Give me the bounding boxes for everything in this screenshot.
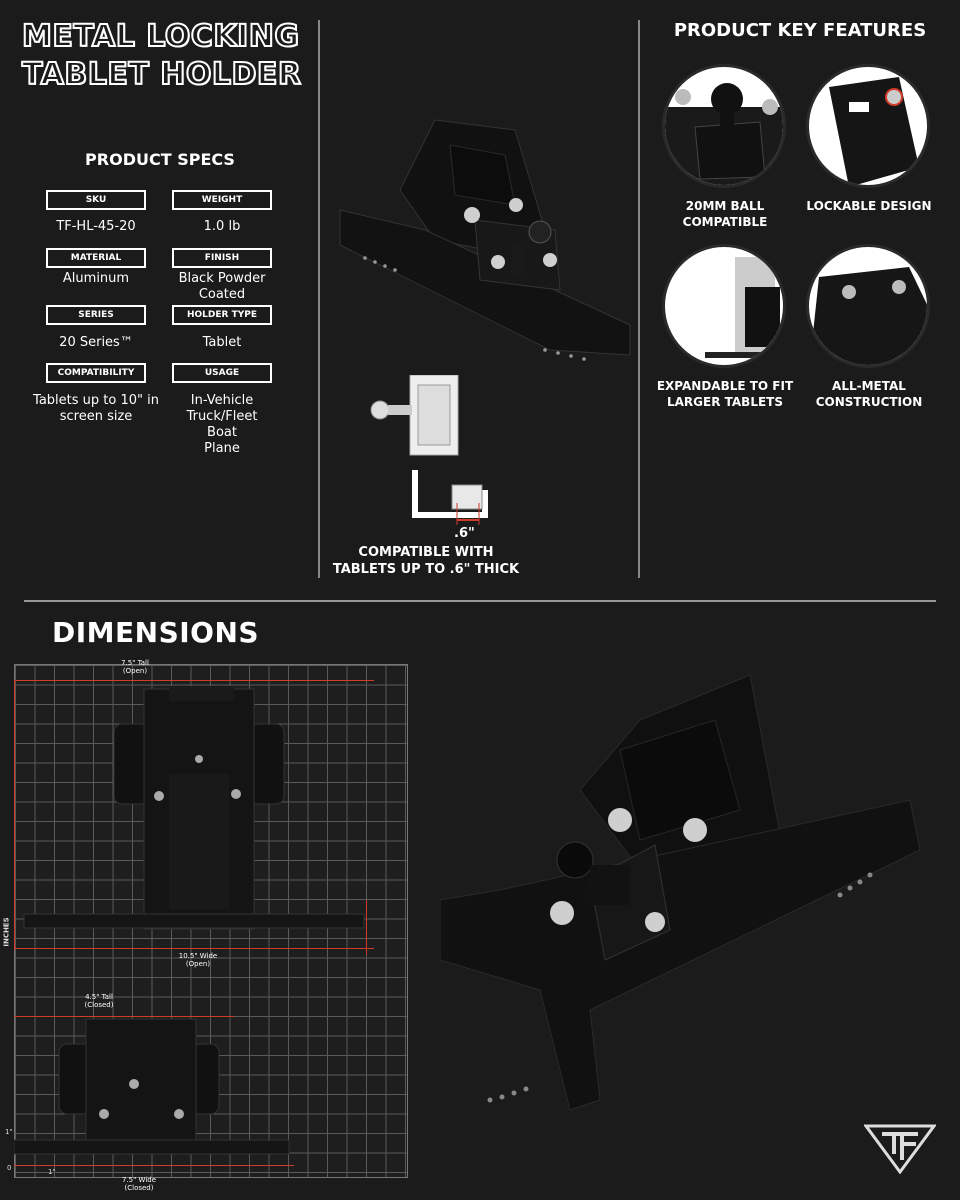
brand-logo-icon bbox=[864, 1124, 936, 1174]
tick-one-horizontal: 1" bbox=[48, 1168, 56, 1176]
spec-value-weight: 1.0 lb bbox=[203, 219, 241, 234]
tick-zero: 0 bbox=[7, 1164, 12, 1172]
features-heading: PRODUCT KEY FEATURES bbox=[673, 20, 927, 41]
measure-line-open-left bbox=[14, 680, 15, 950]
spec-label-sku: SKU bbox=[46, 190, 146, 210]
divider-right bbox=[638, 20, 640, 578]
specs-heading: PRODUCT SPECS bbox=[85, 150, 235, 169]
holder-large-image bbox=[440, 674, 921, 1111]
thickness-caption: COMPATIBLE WITH TABLETS UP TO .6" THICK bbox=[332, 545, 520, 577]
thickness-diagram bbox=[370, 375, 488, 525]
measure-line-open-bottom bbox=[14, 948, 374, 949]
thickness-measure: .6" bbox=[454, 526, 475, 541]
label-open-wide: 10.5" Wide (Open) bbox=[178, 952, 218, 968]
spec-value-usage: In-Vehicle Truck/Fleet Boat Plane bbox=[186, 393, 258, 456]
feature-image-expand bbox=[662, 244, 786, 368]
spec-label-series: SERIES bbox=[46, 305, 146, 325]
measure-line-closed-bottom bbox=[14, 1165, 294, 1166]
spec-label-holder-type: HOLDER TYPE bbox=[172, 305, 272, 325]
title-line-1: METAL LOCKING bbox=[21, 18, 300, 55]
axis-label-inches: INCHES bbox=[2, 917, 11, 947]
measure-line-closed-top bbox=[14, 1016, 234, 1017]
lock-icon bbox=[829, 77, 919, 185]
spec-value-finish: Black Powder Coated bbox=[178, 271, 266, 302]
spec-label-usage: USAGE bbox=[172, 363, 272, 383]
spec-label-compatibility: COMPATIBILITY bbox=[46, 363, 146, 383]
feature-label-metal: ALL-METAL CONSTRUCTION bbox=[815, 379, 923, 409]
metal-construction-icon bbox=[809, 267, 927, 365]
feature-label-lock: LOCKABLE DESIGN bbox=[806, 199, 932, 213]
divider-left bbox=[318, 20, 320, 578]
ball-mount-icon bbox=[665, 83, 783, 185]
spec-label-weight: WEIGHT bbox=[172, 190, 272, 210]
feature-label-ball: 20MM BALL COMPATIBLE bbox=[682, 199, 768, 229]
label-closed-tall: 4.5" Tall (Closed) bbox=[84, 993, 114, 1009]
feature-image-metal bbox=[806, 244, 930, 368]
spec-label-finish: FINISH bbox=[172, 248, 272, 268]
feature-label-expand: EXPANDABLE TO FIT LARGER TABLETS bbox=[656, 379, 794, 409]
spec-value-holder-type: Tablet bbox=[202, 335, 242, 350]
holder-product-image bbox=[339, 119, 631, 361]
title-line-2: TABLET HOLDER bbox=[21, 56, 302, 93]
measure-line-open-top bbox=[14, 680, 374, 681]
spec-value-sku: TF-HL-45-20 bbox=[56, 219, 136, 234]
spec-value-material: Aluminum bbox=[62, 271, 130, 286]
label-open-tall: 7.5" Tall (Open) bbox=[121, 659, 149, 675]
spec-value-compatibility: Tablets up to 10" in screen size bbox=[33, 393, 159, 424]
spec-value-series: 20 Series™ bbox=[59, 335, 133, 350]
expand-icon bbox=[705, 257, 783, 358]
tick-one-vertical: 1" bbox=[5, 1128, 13, 1136]
label-closed-wide: 7.5" Wide (Closed) bbox=[121, 1176, 157, 1192]
product-title: METAL LOCKING TABLET HOLDER bbox=[21, 18, 322, 94]
feature-image-lock bbox=[806, 64, 930, 188]
open-holder-diagram bbox=[14, 686, 365, 1155]
spec-label-material: MATERIAL bbox=[46, 248, 146, 268]
measure-line-open-right bbox=[366, 900, 367, 955]
feature-image-ball bbox=[662, 64, 786, 188]
dimensions-heading: DIMENSIONS bbox=[52, 616, 260, 649]
divider-horizontal bbox=[24, 600, 936, 602]
